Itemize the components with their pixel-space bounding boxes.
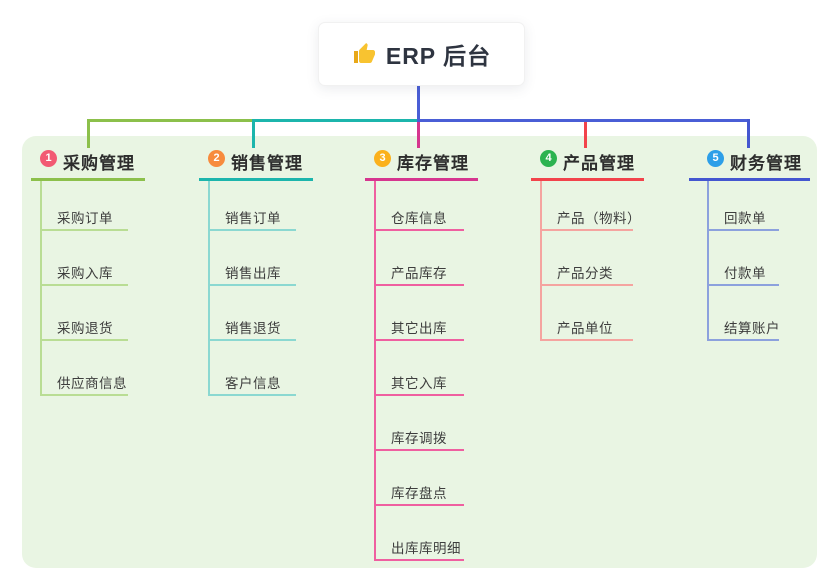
branch-1-badge: 1 bbox=[40, 150, 57, 167]
branch-1-tree-line bbox=[40, 181, 42, 396]
bus-segment-center bbox=[252, 119, 420, 122]
child-node[interactable]: 回款单 bbox=[724, 211, 766, 226]
branch-5-tree-line bbox=[707, 181, 709, 341]
branch-2-underline bbox=[199, 178, 313, 181]
child-node[interactable]: 产品（物料） bbox=[557, 211, 641, 226]
branch-4-badge: 4 bbox=[540, 150, 557, 167]
child-node-underline bbox=[40, 229, 128, 231]
child-node[interactable]: 出库库明细 bbox=[391, 541, 461, 556]
child-node[interactable]: 产品单位 bbox=[557, 321, 613, 336]
child-node[interactable]: 库存盘点 bbox=[391, 486, 447, 501]
branches-panel bbox=[22, 136, 817, 568]
root-label: ERP 后台 bbox=[385, 43, 492, 69]
child-node-underline bbox=[707, 339, 779, 341]
branch-1-label[interactable]: 采购管理 bbox=[63, 154, 135, 173]
connector-drop-branch-4 bbox=[584, 122, 587, 148]
child-node-underline bbox=[374, 504, 464, 506]
child-node[interactable]: 付款单 bbox=[724, 266, 766, 281]
child-node-underline bbox=[374, 449, 464, 451]
child-node[interactable]: 仓库信息 bbox=[391, 211, 447, 226]
child-node[interactable]: 供应商信息 bbox=[57, 376, 127, 391]
child-node[interactable]: 结算账户 bbox=[724, 321, 780, 336]
bus-segment-right bbox=[417, 119, 750, 122]
connector-drop-branch-2 bbox=[252, 119, 255, 148]
child-node-underline bbox=[540, 284, 633, 286]
branch-3-underline bbox=[365, 178, 478, 181]
branch-5-underline bbox=[689, 178, 810, 181]
child-node-underline bbox=[707, 284, 779, 286]
child-node[interactable]: 其它入库 bbox=[391, 376, 447, 391]
child-node-underline bbox=[40, 284, 128, 286]
child-node[interactable]: 产品库存 bbox=[391, 266, 447, 281]
connector-drop-branch-5 bbox=[747, 119, 750, 148]
branch-2-tree-line bbox=[208, 181, 210, 396]
child-node-underline bbox=[40, 394, 128, 396]
root-node[interactable]: ERP 后台 bbox=[318, 22, 525, 86]
branch-1-underline bbox=[31, 178, 145, 181]
child-node[interactable]: 销售出库 bbox=[225, 266, 281, 281]
child-node-underline bbox=[374, 559, 464, 561]
branch-3-label[interactable]: 库存管理 bbox=[397, 154, 469, 173]
child-node[interactable]: 采购退货 bbox=[57, 321, 113, 336]
branch-4-label[interactable]: 产品管理 bbox=[563, 154, 635, 173]
child-node-underline bbox=[208, 339, 296, 341]
child-node-underline bbox=[540, 229, 633, 231]
branch-2-label[interactable]: 销售管理 bbox=[231, 154, 303, 173]
child-node[interactable]: 其它出库 bbox=[391, 321, 447, 336]
child-node-underline bbox=[374, 229, 464, 231]
thumbs-up-icon bbox=[352, 42, 376, 66]
child-node-underline bbox=[707, 229, 779, 231]
child-node-underline bbox=[540, 339, 633, 341]
child-node[interactable]: 客户信息 bbox=[225, 376, 281, 391]
child-node[interactable]: 库存调拨 bbox=[391, 431, 447, 446]
root-stem-line bbox=[417, 84, 420, 122]
child-node-underline bbox=[208, 284, 296, 286]
child-node-underline bbox=[40, 339, 128, 341]
child-node[interactable]: 产品分类 bbox=[557, 266, 613, 281]
child-node-underline bbox=[208, 229, 296, 231]
branch-5-label[interactable]: 财务管理 bbox=[730, 154, 802, 173]
child-node[interactable]: 采购订单 bbox=[57, 211, 113, 226]
branch-2-badge: 2 bbox=[208, 150, 225, 167]
child-node[interactable]: 销售退货 bbox=[225, 321, 281, 336]
child-node[interactable]: 销售订单 bbox=[225, 211, 281, 226]
branch-4-underline bbox=[531, 178, 644, 181]
bus-segment-left bbox=[87, 119, 255, 122]
branch-3-badge: 3 bbox=[374, 150, 391, 167]
connector-drop-branch-1 bbox=[87, 119, 90, 148]
child-node[interactable]: 采购入库 bbox=[57, 266, 113, 281]
branch-4-tree-line bbox=[540, 181, 542, 341]
child-node-underline bbox=[374, 284, 464, 286]
branch-5-badge: 5 bbox=[707, 150, 724, 167]
child-node-underline bbox=[374, 394, 464, 396]
child-node-underline bbox=[374, 339, 464, 341]
connector-drop-branch-3 bbox=[417, 122, 420, 148]
branch-3-tree-line bbox=[374, 181, 376, 561]
child-node-underline bbox=[208, 394, 296, 396]
